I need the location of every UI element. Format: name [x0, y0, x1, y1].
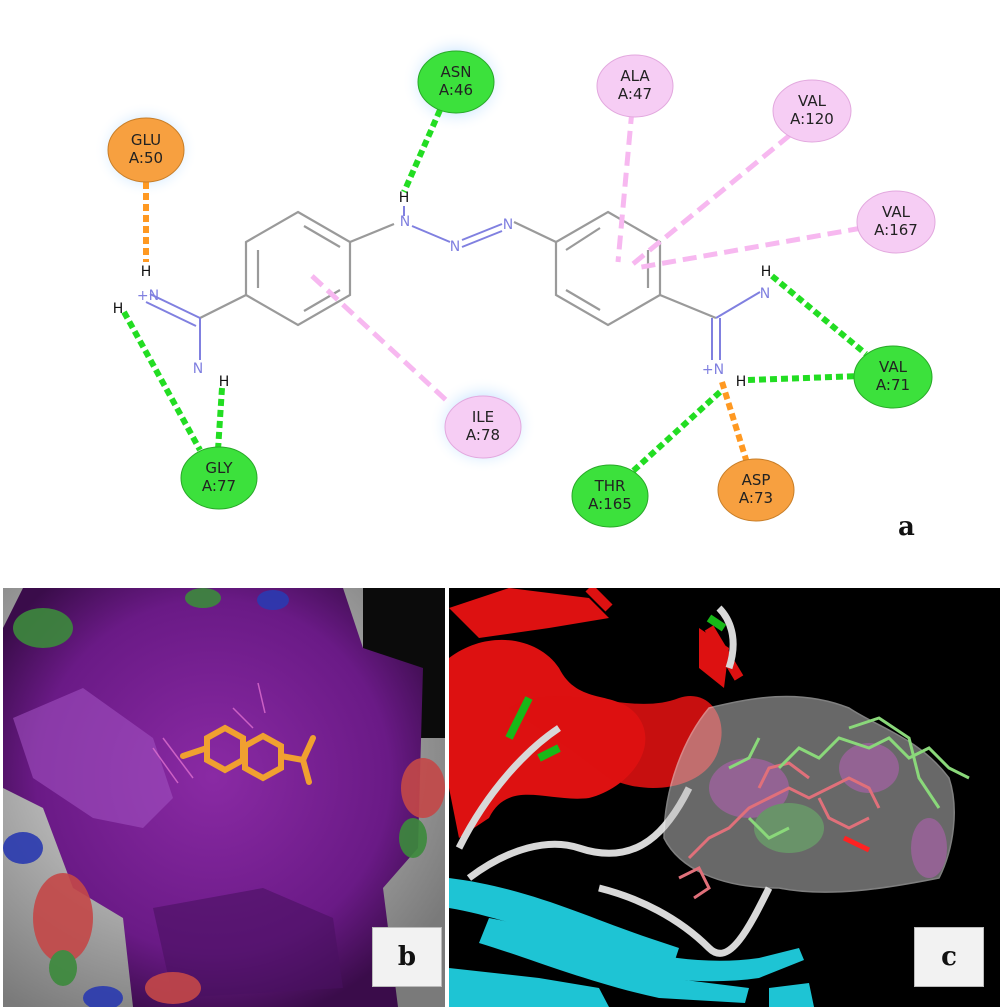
ligand-structure: [199, 210, 717, 327]
interactions: [121, 108, 868, 475]
svg-text:A:165: A:165: [588, 495, 632, 513]
svg-text:A:71: A:71: [876, 376, 910, 394]
pi-alkyl-val167: [635, 225, 863, 271]
svg-text:A:47: A:47: [618, 85, 652, 103]
svg-text:VAL: VAL: [879, 358, 908, 376]
atom-n-azo-h: N: [400, 214, 410, 230]
svg-text:GLY: GLY: [205, 459, 233, 477]
interaction-diagram: +N N N N N N +N H H H H H H ASN A:46 GLU…: [94, 32, 936, 528]
svg-text:A:120: A:120: [790, 110, 834, 128]
hbond-thr165: [629, 389, 723, 475]
atom-h-4: H: [399, 190, 410, 206]
atom-h-1: H: [141, 264, 152, 280]
atom-h-3: H: [219, 374, 230, 390]
atom-h-2: H: [113, 301, 124, 317]
svg-text:VAL: VAL: [882, 203, 911, 221]
panel-label-c: c: [914, 927, 984, 987]
svg-text:A:73: A:73: [739, 489, 773, 507]
svg-text:A:50: A:50: [129, 149, 163, 167]
atom-n-left-amine: N: [193, 361, 203, 377]
atom-n-plus-left: +N: [137, 288, 159, 304]
svg-text:A:77: A:77: [202, 477, 236, 495]
hbond-gly77-b: [215, 387, 225, 451]
ribbon-render-panel: c: [449, 588, 1000, 1007]
svg-text:ASP: ASP: [742, 471, 771, 489]
atom-n-azo-2: N: [503, 217, 513, 233]
hbond-asn46: [401, 108, 443, 194]
interaction-diagram-panel: +N N N N N N +N H H H H H H ASN A:46 GLU…: [94, 32, 936, 542]
pi-alkyl-ile78: [310, 274, 448, 402]
pi-alkyl-val120: [626, 133, 792, 270]
residue-sticks: [728, 716, 970, 840]
atom-n-plus-right: +N: [702, 362, 724, 378]
atom-h-5: H: [761, 264, 772, 280]
svg-text:A:78: A:78: [466, 426, 500, 444]
svg-text:ALA: ALA: [620, 67, 650, 85]
surface-render-panel: b: [3, 588, 445, 1007]
residue-ala47: ALA A:47: [596, 54, 674, 118]
hbond-val71-b: [747, 373, 863, 383]
hbond-gly77-a: [121, 310, 203, 452]
residue-asn46: ASN A:46: [417, 50, 495, 114]
pi-alkyl-ala47: [615, 109, 635, 263]
residue-glu50: GLU A:50: [107, 117, 185, 183]
ligand-stick: [678, 761, 881, 900]
svg-text:VAL: VAL: [798, 92, 827, 110]
ligand-stick: [180, 724, 316, 785]
svg-text:A:167: A:167: [874, 221, 918, 239]
residue-gly77: GLY A:77: [180, 446, 258, 510]
residue-val120: VAL A:120: [772, 79, 852, 143]
nitrogen-bonds: [145, 206, 761, 360]
panel-label-a: a: [898, 512, 915, 542]
svg-text:GLU: GLU: [131, 131, 161, 149]
residue-asp73: ASP A:73: [717, 458, 795, 522]
svg-text:ASN: ASN: [440, 63, 471, 81]
svg-text:THR: THR: [594, 477, 626, 495]
residue-ile78: ILE A:78: [444, 395, 522, 459]
atom-h-6: H: [736, 374, 747, 390]
protein-ribbon-image: [449, 588, 1000, 1007]
residue-thr165: THR A:165: [571, 464, 649, 528]
protein-surface-image: [3, 588, 445, 1007]
salt-bridge-asp73: [719, 381, 751, 467]
atom-n-azo-1: N: [450, 239, 460, 255]
atom-n-right-amine: N: [760, 286, 770, 302]
residue-val71: VAL A:71: [853, 345, 933, 409]
svg-text:ILE: ILE: [472, 408, 494, 426]
panel-label-b: b: [372, 927, 442, 987]
left-benzene-ring: [244, 210, 352, 327]
residue-val167: VAL A:167: [856, 190, 936, 254]
hbond-val71-a: [770, 273, 868, 357]
svg-text:A:46: A:46: [439, 81, 473, 99]
